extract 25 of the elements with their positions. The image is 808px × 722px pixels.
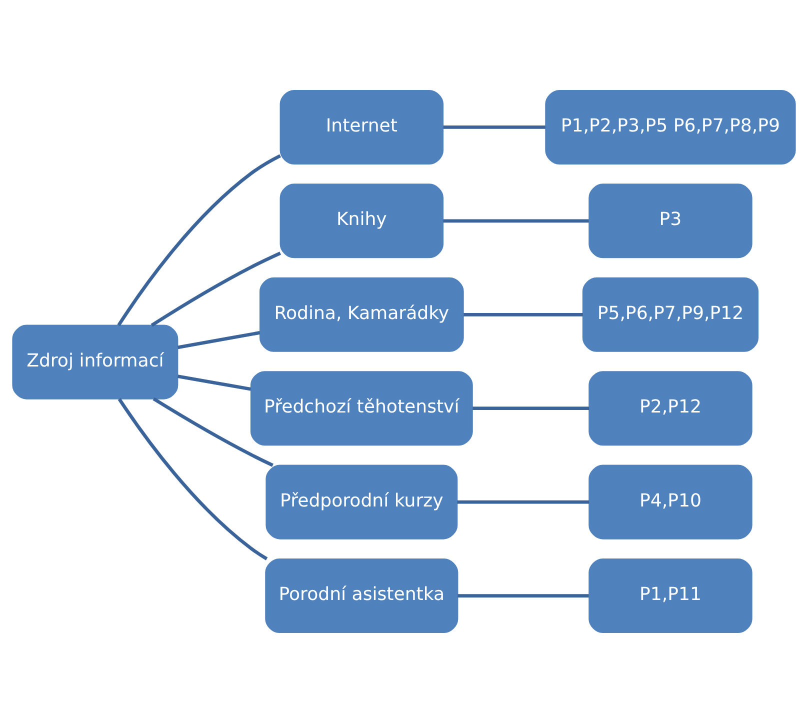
node-box: Porodní asistentka [265, 558, 458, 633]
node-box: Zdroj informací [12, 324, 178, 399]
node-box: Předporodní kurzy [266, 464, 458, 539]
node-box: P1,P11 [588, 558, 752, 633]
node-box: Rodina, Kamarádky [259, 276, 464, 352]
connector [118, 398, 268, 560]
node-box: P2,P12 [588, 370, 752, 446]
node-box: P5,P6,P7,P9,P12 [582, 276, 759, 352]
connector [443, 218, 589, 222]
node-box: Předchozí těhotenství [250, 370, 473, 446]
node-box: Knihy [280, 183, 444, 258]
connector [458, 594, 589, 597]
connector [150, 251, 282, 326]
node-box: Internet [280, 89, 444, 164]
connector [472, 406, 590, 410]
connector [177, 374, 251, 390]
connector [117, 154, 282, 326]
node-box: P4,P10 [588, 464, 752, 539]
connector [457, 500, 590, 504]
connector [443, 125, 546, 128]
connector [464, 312, 583, 316]
connector [177, 330, 260, 349]
node-box: P1,P2,P3,P5 P6,P7,P8,P9 [545, 89, 796, 164]
connector [152, 396, 274, 466]
node-box: P3 [588, 183, 752, 258]
